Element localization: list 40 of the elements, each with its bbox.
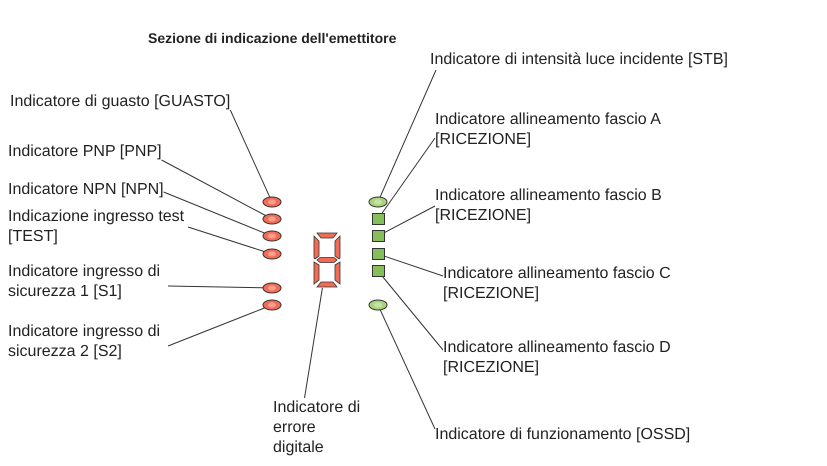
led-indicator <box>372 265 384 277</box>
leader-line <box>161 160 266 216</box>
leader-line <box>230 110 270 198</box>
led-indicator <box>262 196 282 208</box>
led-indicator <box>262 213 282 225</box>
led-indicator <box>372 248 384 260</box>
leader-line <box>382 276 444 350</box>
callout-label: Indicatore ingresso di sicurezza 2 [S2] <box>8 322 168 362</box>
leader-line <box>380 70 436 198</box>
led-indicator <box>368 299 388 311</box>
callout-label: Indicazione ingresso test [TEST] <box>8 207 188 247</box>
diagram-title: Sezione di indicazione dell'emettitore <box>148 30 396 46</box>
leader-line <box>163 192 266 234</box>
led-indicator <box>262 299 282 311</box>
callout-label: Indicatore di guasto [GUASTO] <box>10 92 230 112</box>
leader-line <box>168 286 264 288</box>
leader-line <box>188 226 265 252</box>
seven-segment-display <box>313 232 341 288</box>
leader-line <box>168 307 266 346</box>
callout-label: Indicatore NPN [NPN] <box>8 180 164 200</box>
leader-line <box>384 206 436 234</box>
callout-label: Indicatore PNP [PNP] <box>8 142 162 162</box>
callout-label: Indicatore di errore digitale <box>273 398 363 458</box>
led-indicator <box>262 282 282 294</box>
leader-line <box>380 309 436 430</box>
callout-label: Indicatore allineamento fascio A [RICEZIONE] <box>435 110 735 150</box>
led-indicator <box>372 230 384 242</box>
led-indicator <box>372 213 384 225</box>
callout-label: Indicatore allineamento fascio C [RICEZIONE] <box>443 264 743 304</box>
leader-line <box>304 288 323 398</box>
led-indicator <box>262 230 282 242</box>
callout-label: Indicatore allineamento fascio B [RICEZIONE] <box>435 186 735 226</box>
callout-label: Indicatore di intensità luce incidente [STB] <box>430 50 728 70</box>
callout-label: Indicatore allineamento fascio D [RICEZIONE] <box>443 338 743 378</box>
callout-label: Indicatore di funzionamento [OSSD] <box>435 425 690 445</box>
led-indicator <box>368 196 388 208</box>
led-indicator <box>262 248 282 260</box>
leader-line <box>382 138 436 214</box>
leader-line <box>384 256 444 276</box>
callout-label: Indicatore ingresso di sicurezza 1 [S1] <box>8 262 168 302</box>
